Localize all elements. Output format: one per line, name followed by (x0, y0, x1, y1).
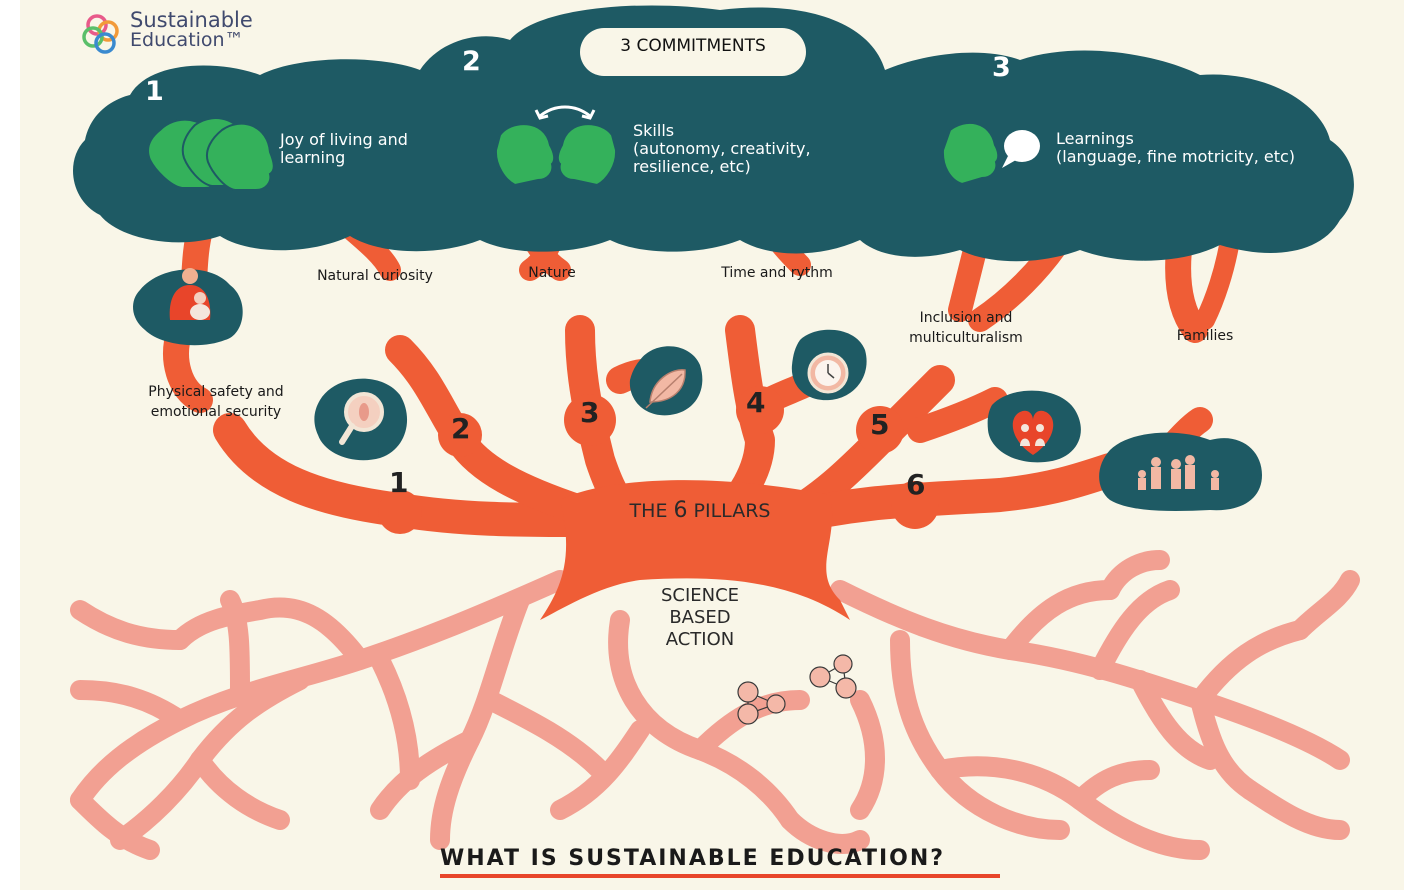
commitment-text-1: Joy of living and learning (280, 130, 408, 167)
branch-label-6: Families (1176, 328, 1234, 344)
commitment-number-2: 2 (462, 46, 481, 77)
commitment-number-3: 3 (992, 52, 1011, 83)
speaking-head-icon (941, 122, 1040, 186)
branch-label-2: Natural curiosity (317, 268, 433, 284)
mother-baby-icon (169, 268, 211, 320)
magnifying-glass-icon (339, 392, 384, 445)
clock-icon (807, 352, 849, 394)
logo-line2: Education™ (130, 29, 244, 51)
commitment-text-2: Skills (autonomy, creativity, resilience… (633, 121, 811, 176)
trunk-branches (163, 199, 1240, 537)
canopy (73, 5, 1354, 262)
science-label: SCIENCE BASED ACTION (660, 585, 740, 650)
branch-label-5: Inclusion and multiculturalism (909, 310, 1023, 346)
pillar-number-1: 1 (389, 466, 409, 499)
branch-label-1: Physical safety and emotional security (148, 384, 284, 420)
branch-label-3: Nature (528, 265, 576, 281)
pillar-number-4: 4 (746, 386, 766, 419)
two-heads-icon (494, 123, 618, 187)
heart-family-icon (1012, 410, 1054, 455)
commitment-text-3: Learnings (language, fine motricity, etc… (1056, 129, 1296, 166)
logo-wordmark: Sustainable Education™ (130, 10, 253, 50)
title-underline (440, 874, 1000, 878)
branch-label-4: Time and rythm (721, 265, 833, 281)
pillar-number-3: 3 (580, 396, 600, 429)
molecule-icon (737, 654, 857, 725)
families-icon (1138, 455, 1219, 490)
pillar-knots (378, 386, 939, 534)
three-heads-icon (147, 117, 275, 191)
pillars-label: THE 6 PILLARS (629, 498, 771, 523)
pillar-number-2: 2 (451, 412, 471, 445)
commitment-number-1: 1 (145, 76, 164, 107)
pillar-number-6: 6 (906, 468, 926, 501)
pillar-number-5: 5 (870, 408, 890, 441)
swap-arrow-icon (539, 105, 591, 118)
commitments-oval (580, 28, 806, 76)
page-title: WHAT IS SUSTAINABLE EDUCATION? (440, 846, 946, 871)
leaf-icon (645, 369, 686, 409)
commitments-title: 3 COMMITMENTS (620, 36, 766, 56)
trunk (540, 480, 850, 620)
logo-line1: Sustainable (130, 8, 253, 32)
logo-rings-icon (82, 14, 119, 54)
